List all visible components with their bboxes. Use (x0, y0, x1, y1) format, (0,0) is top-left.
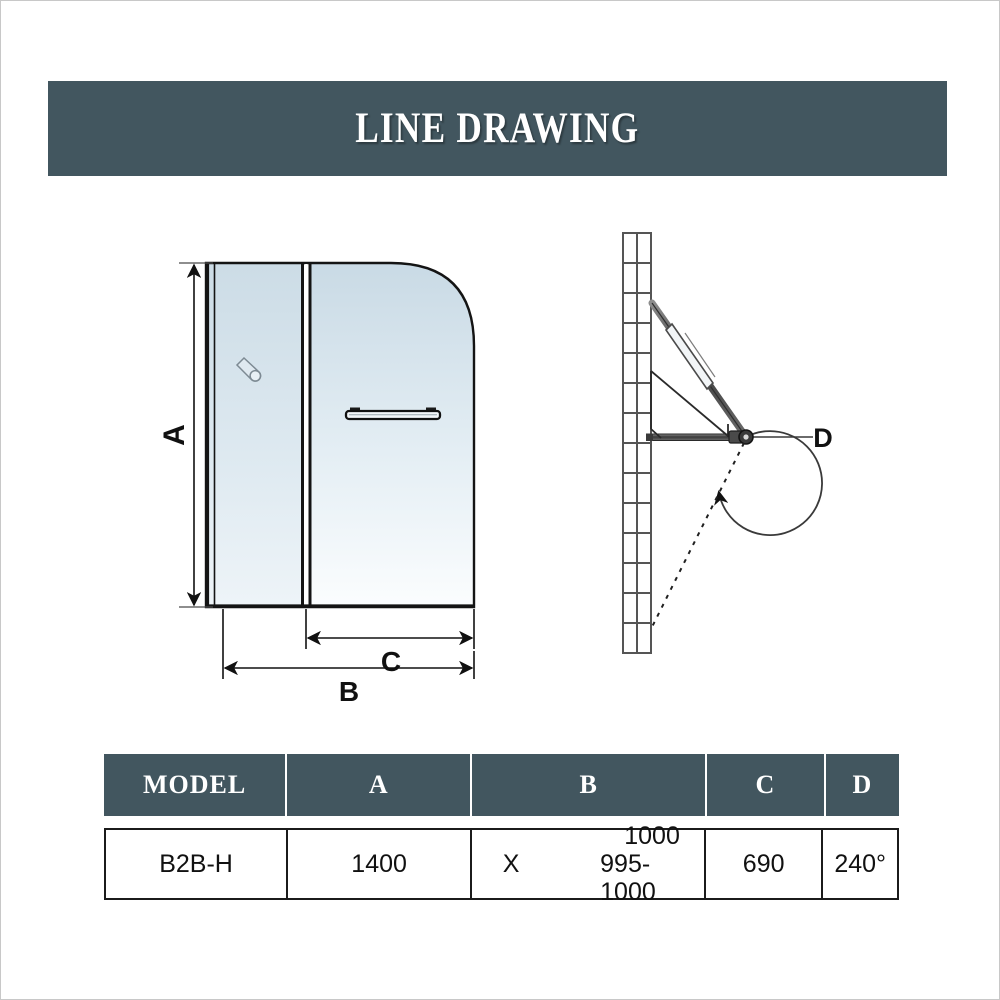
header-cell-b: B (472, 754, 707, 816)
cell-d-value: 240° (823, 830, 897, 898)
swing-path-dashed (650, 442, 745, 630)
plan-swing-view: D (622, 232, 833, 654)
table-header-row: MODEL A B C D (104, 754, 899, 816)
page-title: LINE DRAWING (355, 105, 640, 152)
table-row: B2B-H 1400 X 1000 995-1000 690 240° (104, 822, 899, 906)
fixed-glass-panel (209, 263, 301, 607)
support-bracket (650, 370, 729, 439)
spec-table: MODEL A B C D B2B-H 1400 X 1000 995-1000 (104, 754, 899, 906)
panel-pivot-pin (235, 356, 262, 382)
title-bar: LINE DRAWING (48, 81, 947, 176)
hinge-pivot (728, 429, 754, 445)
header-cell-a: A (287, 754, 473, 816)
cell-b-bottom: 995-1000 (600, 850, 656, 906)
cell-b-top: 1000 (624, 822, 680, 850)
header-cell-model: MODEL (104, 754, 288, 816)
dimension-a: A (158, 262, 213, 608)
dim-b-label: B (339, 676, 359, 707)
dim-a-label: A (158, 424, 191, 446)
header-cell-d: D (825, 754, 899, 816)
cell-b-value: X 1000 995-1000 (472, 822, 706, 906)
door-open-position (648, 299, 750, 441)
door-handle-bar (344, 407, 442, 421)
front-elevation-view: A C B (158, 261, 476, 707)
header-cell-c: C (706, 754, 826, 816)
drawing-svg: A C B (158, 232, 833, 707)
dimension-c: C (305, 609, 475, 677)
cell-model-value: B2B-H (106, 830, 289, 898)
door-swing-arc (714, 430, 823, 536)
dim-c-label: C (381, 646, 401, 677)
cell-c-value: 690 (705, 830, 824, 898)
dim-d-label: D (813, 423, 833, 453)
technical-drawing: A C B (1, 211, 1000, 711)
cell-a-value: 1400 (288, 830, 473, 898)
dimension-b: B (222, 609, 475, 707)
cell-b-multiplier: X (502, 850, 520, 878)
brick-wall (622, 232, 652, 654)
screen-outline (204, 261, 476, 609)
hinged-door-panel (311, 263, 474, 607)
